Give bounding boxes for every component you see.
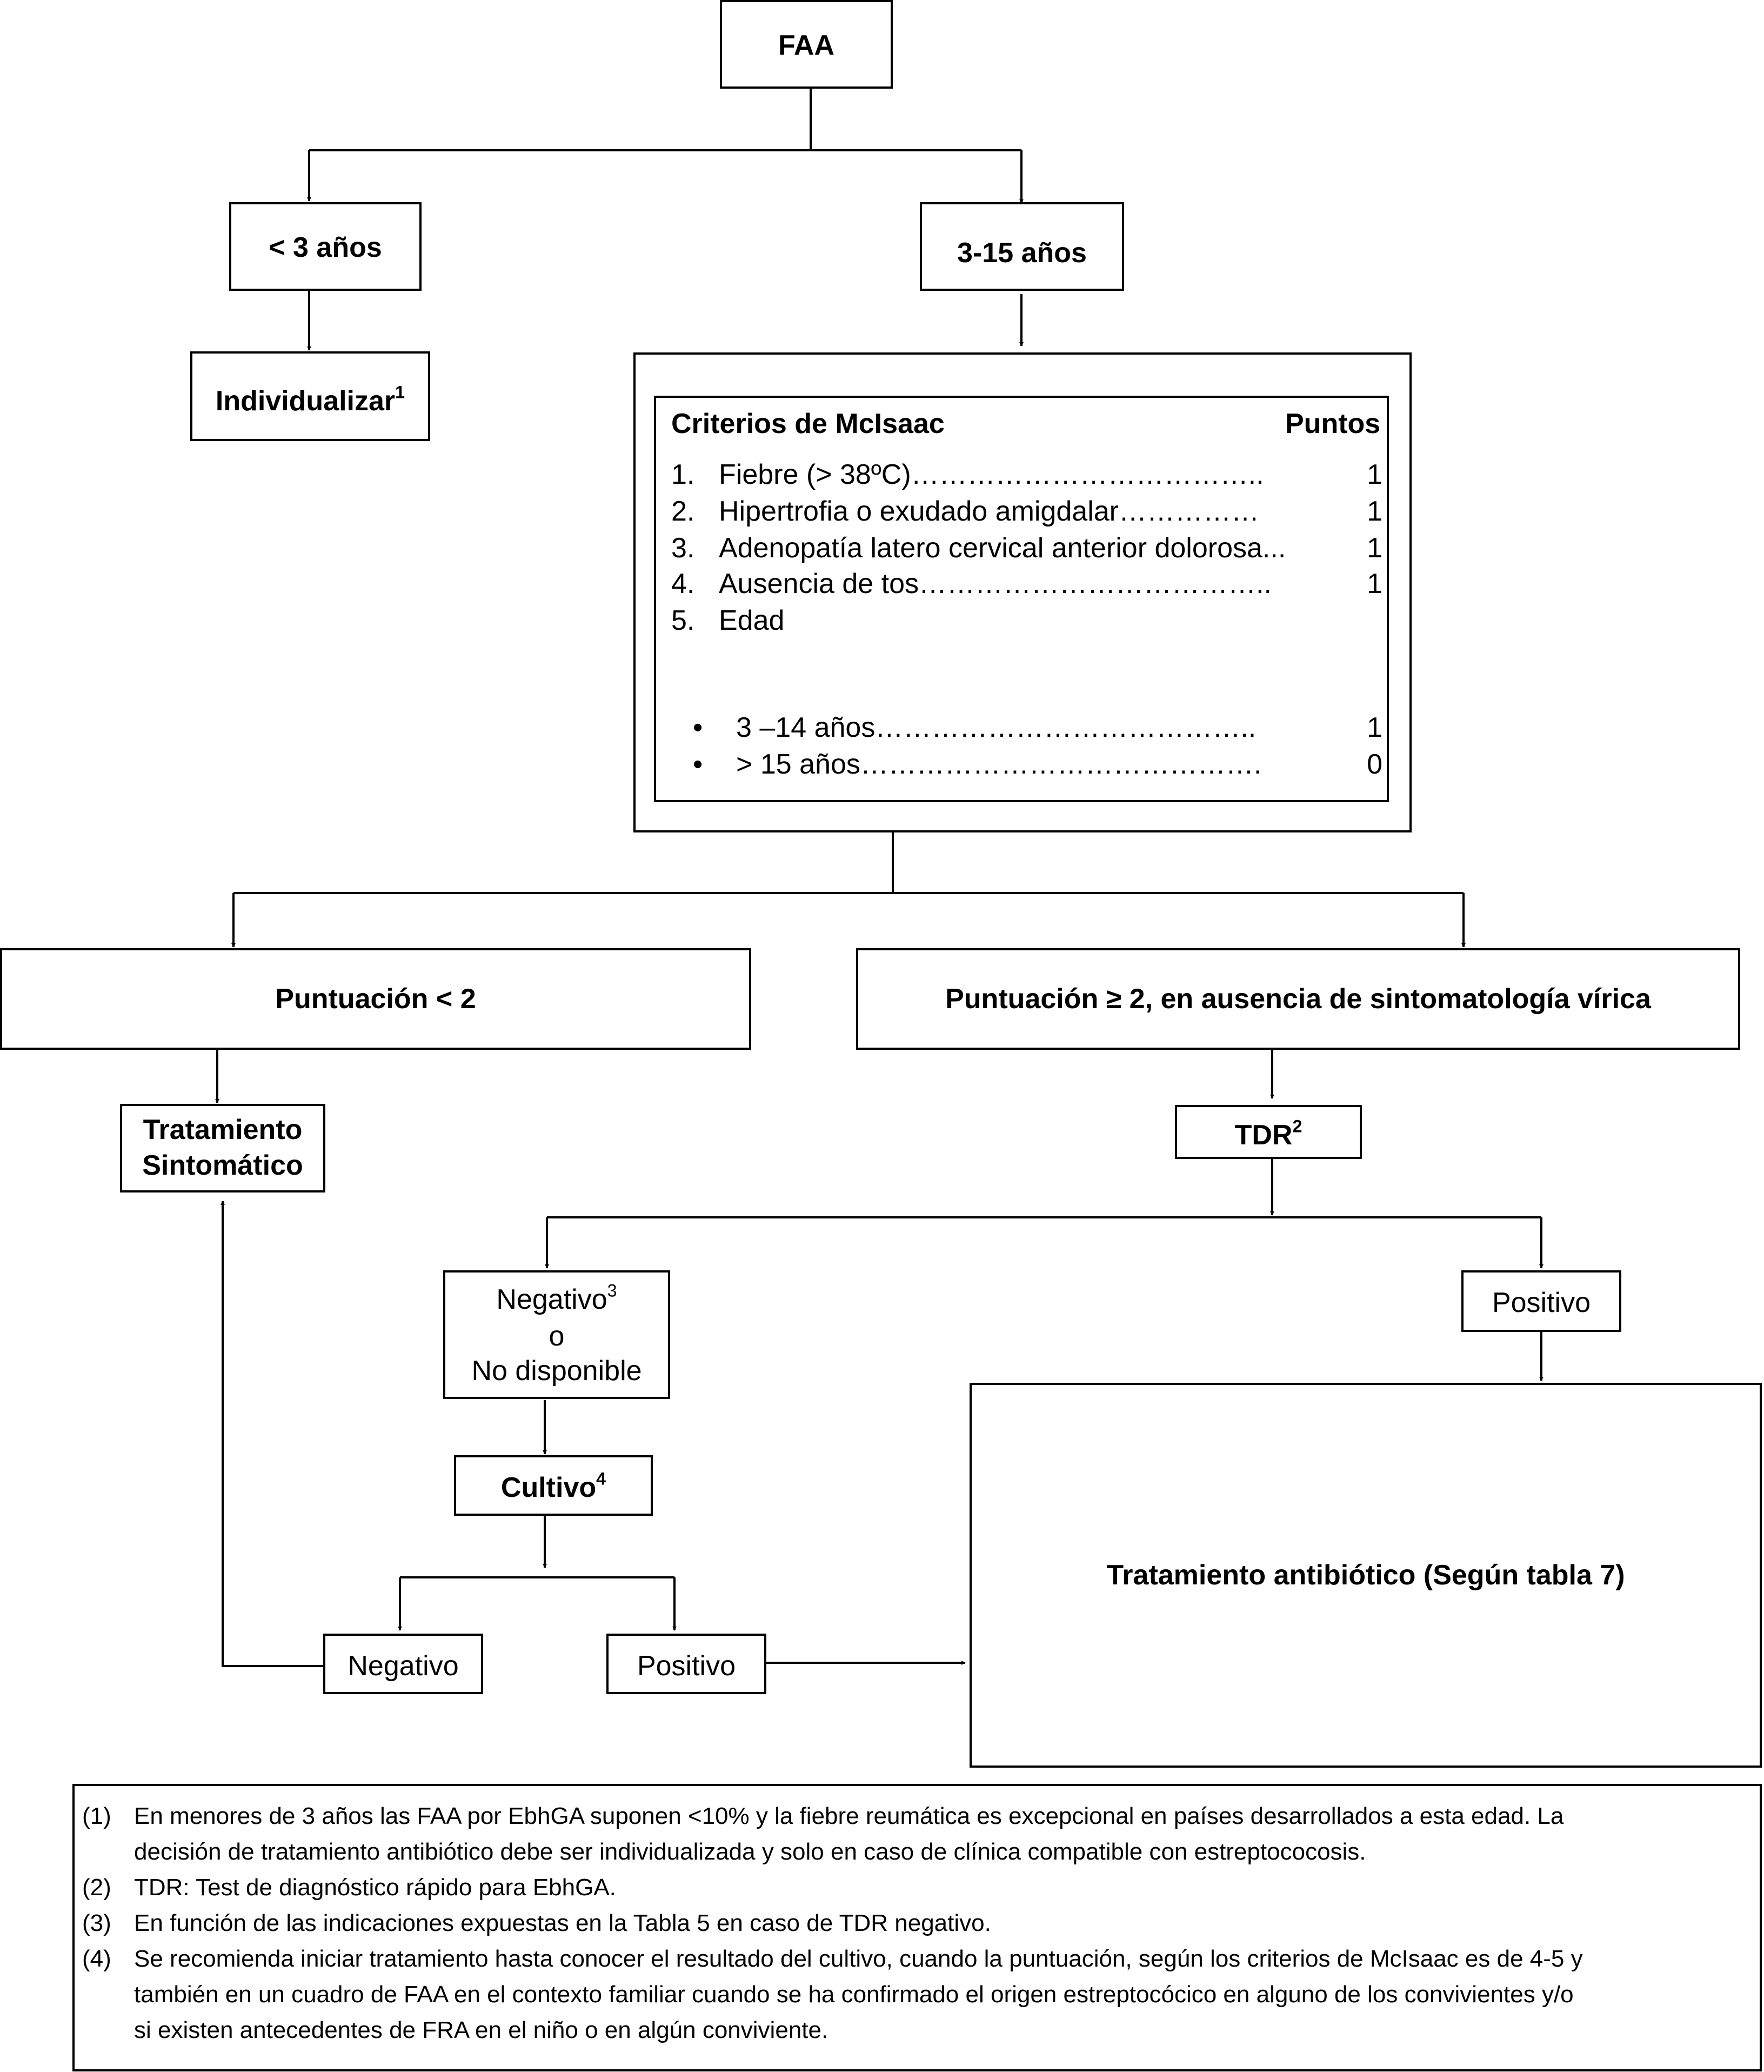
criteria-item-label: Fiebre (> 38ºC)………………………………..: [719, 459, 1264, 490]
positivo-tdr-label: Positivo: [1492, 1287, 1591, 1318]
individualizar-box: Individualizar1: [190, 351, 430, 441]
faa-box: FAA: [720, 0, 893, 89]
criteria-age-label: > 15 años…………………………………….: [736, 749, 1262, 780]
criteria-item-points: 1: [1367, 532, 1382, 564]
criteria-age-points: 1: [1367, 712, 1382, 743]
footnote-text: En menores de 3 años las FAA por EbhGA s…: [134, 1803, 1564, 1829]
individualizar-footnote-ref: 1: [395, 382, 405, 402]
criteria-item-num: 5.: [671, 605, 695, 636]
criteria-title: Criterios de McIsaac: [671, 408, 945, 439]
criteria-item-label: Ausencia de tos………………………………..: [719, 568, 1272, 599]
criteria-item-points: 1: [1367, 496, 1382, 527]
tratamiento-sintomatico-line2: Sintomático: [142, 1150, 303, 1181]
tdr-footnote-ref: 2: [1292, 1116, 1302, 1136]
age-lt3-label: < 3 años: [269, 232, 382, 263]
footnote-text: si existen antecedentes de FRA en el niñ…: [134, 2017, 828, 2043]
individualizar-text: Individualizar: [215, 385, 396, 417]
criteria-item-label: Adenopatía latero cervical anterior dolo…: [719, 532, 1286, 564]
negativo-nd-line2: o: [549, 1321, 565, 1352]
tdr-box: TDR2: [1175, 1105, 1362, 1159]
criteria-item-num: 1.: [671, 459, 695, 490]
positivo-cultivo-box: Positivo: [606, 1634, 766, 1694]
cultivo-footnote-ref: 4: [596, 1469, 606, 1489]
tratamiento-antibiotico-label: Tratamiento antibiótico (Según tabla 7): [1106, 1560, 1625, 1591]
footnote-number: (1): [82, 1803, 111, 1829]
negativo-nd-text: Negativo: [496, 1284, 607, 1315]
footnotes-box: (1) En menores de 3 años las FAA por Ebh…: [72, 1784, 1762, 2071]
score-lt2-label: Puntuación < 2: [275, 983, 476, 1015]
age-3-15-box: 3-15 años: [920, 202, 1124, 291]
criteria-age-bullet: •: [693, 749, 703, 780]
score-ge2-label: Puntuación ≥ 2, en ausencia de sintomato…: [945, 983, 1651, 1015]
criteria-age-points: 0: [1367, 749, 1382, 780]
negativo-cultivo-box: Negativo: [323, 1634, 483, 1694]
footnote-text: Se recomienda iniciar tratamiento hasta …: [134, 1946, 1583, 1972]
footnote-text: TDR: Test de diagnóstico rápido para Ebh…: [134, 1874, 616, 1901]
faa-label: FAA: [778, 30, 834, 61]
negativo-cultivo-label: Negativo: [348, 1650, 459, 1682]
criteria-item-num: 3.: [671, 532, 695, 564]
positivo-tdr-box: Positivo: [1461, 1270, 1621, 1332]
footnote-text: En función de las indicaciones expuestas…: [134, 1910, 991, 1936]
tratamiento-sintomatico-line1: Tratamiento: [143, 1114, 303, 1145]
criteria-item-num: 4.: [671, 568, 695, 599]
footnote-number: (4): [82, 1946, 111, 1972]
footnote-text: decisión de tratamiento antibiótico debe…: [134, 1838, 1366, 1865]
tratamiento-antibiotico-box: Tratamiento antibiótico (Según tabla 7): [970, 1383, 1762, 1768]
criteria-item-label: Hipertrofia o exudado amigdalar……………: [719, 496, 1259, 527]
footnote-number: (3): [82, 1910, 111, 1936]
negativo-no-disponible-box: Negativo3 o No disponible: [443, 1270, 670, 1399]
arrow-negativo-to-sintomatico: [220, 1201, 324, 1667]
negativo-nd-line1: Negativo3: [445, 1281, 668, 1318]
positivo-cultivo-label: Positivo: [637, 1650, 736, 1682]
criteria-item-points: 1: [1367, 459, 1382, 490]
criteria-item-points: 1: [1367, 568, 1382, 599]
criteria-age-label: 3 –14 años…………………………………..: [736, 712, 1257, 743]
footnote-text: también en un cuadro de FAA en el contex…: [134, 1981, 1574, 2008]
criteria-item-num: 2.: [671, 496, 695, 527]
tdr-text: TDR: [1234, 1120, 1293, 1151]
age-lt3-box: < 3 años: [229, 202, 422, 291]
criteria-age-bullet: •: [693, 712, 703, 743]
criteria-inner-box: Criterios de McIsaac Puntos 1. Fiebre (>…: [654, 396, 1389, 802]
individualizar-label: Individualizar1: [192, 382, 428, 418]
cultivo-text: Cultivo: [500, 1472, 597, 1503]
cultivo-box: Cultivo4: [454, 1455, 653, 1516]
tratamiento-sintomatico-box: Tratamiento Sintomático: [120, 1104, 325, 1192]
negativo-nd-footnote-ref: 3: [607, 1281, 617, 1301]
footnote-number: (2): [82, 1874, 111, 1901]
cultivo-label: Cultivo4: [456, 1470, 651, 1505]
age-3-15-label: 3-15 años: [957, 237, 1087, 269]
criteria-points-header: Puntos: [1285, 408, 1381, 439]
negativo-nd-line3: No disponible: [471, 1355, 642, 1387]
score-ge2-box: Puntuación ≥ 2, en ausencia de sintomato…: [856, 948, 1740, 1050]
tdr-label: TDR2: [1177, 1116, 1360, 1152]
score-lt2-box: Puntuación < 2: [0, 948, 751, 1050]
criteria-item-label: Edad: [719, 605, 785, 636]
